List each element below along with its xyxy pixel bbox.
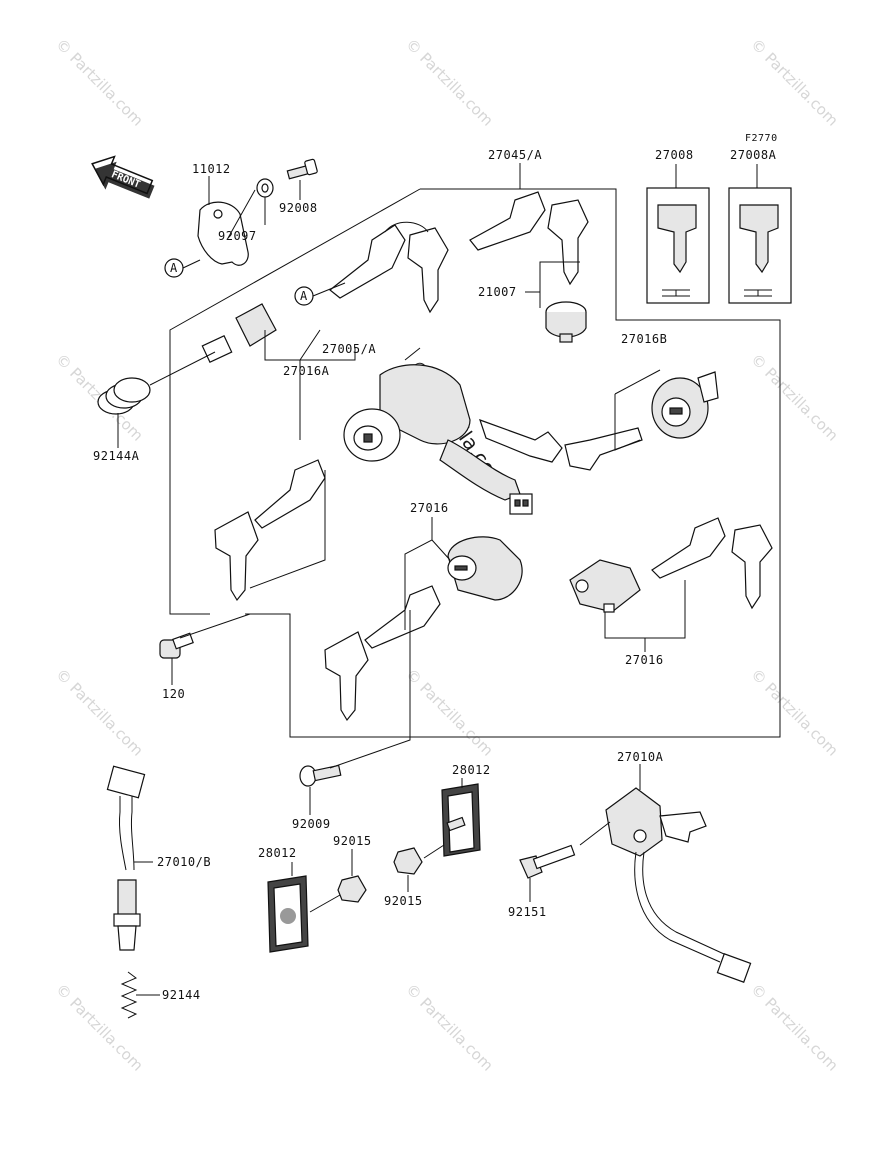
- callout-labels: 11012 92097 92008 27045/A 27008 27008A 2…: [93, 148, 777, 1002]
- ref-mark-a-2: A: [294, 286, 314, 306]
- callout-92015-b: 92015: [384, 894, 423, 908]
- lock-27016b: [651, 371, 719, 439]
- key-pair-27045a: [469, 191, 589, 286]
- lock-cylinder-27016a: [201, 303, 277, 364]
- spring-92144a: [97, 377, 151, 415]
- key-card-27008a: [728, 187, 792, 304]
- callout-27016-top: 27016: [410, 501, 449, 515]
- front-arrow-icon: FRONT: [91, 155, 155, 199]
- washer-92097: [256, 178, 274, 198]
- leader-lines: [117, 163, 758, 996]
- bolt-92008: [286, 158, 318, 180]
- ref-mark-a-1: A: [164, 258, 184, 278]
- callout-27005a: 27005/A: [322, 342, 376, 356]
- callout-28012-lower: 28012: [258, 846, 297, 860]
- pad-28012-lower: [267, 875, 309, 953]
- callout-27010b: 27010/B: [157, 855, 211, 869]
- watermark-layer: © Partzilla.com © Partzilla.com © Partzi…: [52, 35, 842, 1075]
- key-pair-27005a: [214, 459, 326, 602]
- callout-27016a: 27016A: [283, 364, 330, 378]
- callout-92144a: 92144A: [93, 449, 140, 463]
- watermark: © Partzilla.com: [747, 35, 842, 130]
- bolt-92151: [519, 844, 576, 879]
- cover-plate-11012: [197, 201, 249, 266]
- watermark: © Partzilla.com: [52, 35, 147, 130]
- watermark: © Partzilla.com: [52, 980, 147, 1075]
- watermark: © Partzilla.com: [52, 665, 147, 760]
- callout-92144: 92144: [162, 988, 201, 1002]
- spring-92144: [120, 971, 138, 1019]
- watermark: © Partzilla.com: [402, 665, 497, 760]
- callout-27008a: 27008A: [730, 148, 777, 162]
- callout-92151: 92151: [508, 905, 547, 919]
- ignition-switch-27005a: [343, 364, 533, 515]
- callout-27016-right: 27016: [625, 653, 664, 667]
- lock-27016-center: [447, 536, 523, 601]
- ref-mark-label: A: [170, 261, 178, 275]
- key-pair-27016-right: [651, 517, 773, 610]
- figure-code: F2770: [745, 133, 778, 144]
- callout-21007: 21007: [478, 285, 517, 299]
- callout-92097: 92097: [218, 229, 257, 243]
- bolt-120: [159, 632, 194, 659]
- callout-11012: 11012: [192, 162, 231, 176]
- watermark: © Partzilla.com: [747, 980, 842, 1075]
- nut-92015-b: [393, 847, 423, 875]
- key-card-27008: [646, 187, 710, 304]
- watermark: © Partzilla.com: [402, 980, 497, 1075]
- key-pair-27016-center: [324, 585, 441, 722]
- lock-27016-right: [569, 559, 641, 613]
- watermark: © Partzilla.com: [747, 350, 842, 445]
- switch-27010b: [106, 765, 146, 951]
- key-pair-27016b: [479, 419, 643, 471]
- callout-92015-a: 92015: [333, 834, 372, 848]
- watermark: © Partzilla.com: [747, 665, 842, 760]
- cap-21007: [545, 301, 587, 343]
- watermark: © Partzilla.com: [402, 35, 497, 130]
- screw-92009: [299, 764, 342, 787]
- assembly-frame: [245, 188, 781, 738]
- switch-27010a: [605, 787, 752, 983]
- callout-27016b: 27016B: [621, 332, 667, 346]
- callout-27008: 27008: [655, 148, 694, 162]
- ref-mark-label: A: [300, 289, 308, 303]
- callout-28012-upper: 28012: [452, 763, 491, 777]
- assembly-frame-left: [169, 188, 421, 615]
- pad-28012-upper: [441, 783, 481, 857]
- callout-27045a: 27045/A: [488, 148, 542, 162]
- key-pair-27016a: [329, 221, 449, 314]
- callout-92009: 92009: [292, 817, 331, 831]
- callout-120: 120: [162, 687, 185, 701]
- callout-92008: 92008: [279, 201, 318, 215]
- nut-92015-a: [337, 875, 367, 903]
- callout-27010a: 27010A: [617, 750, 664, 764]
